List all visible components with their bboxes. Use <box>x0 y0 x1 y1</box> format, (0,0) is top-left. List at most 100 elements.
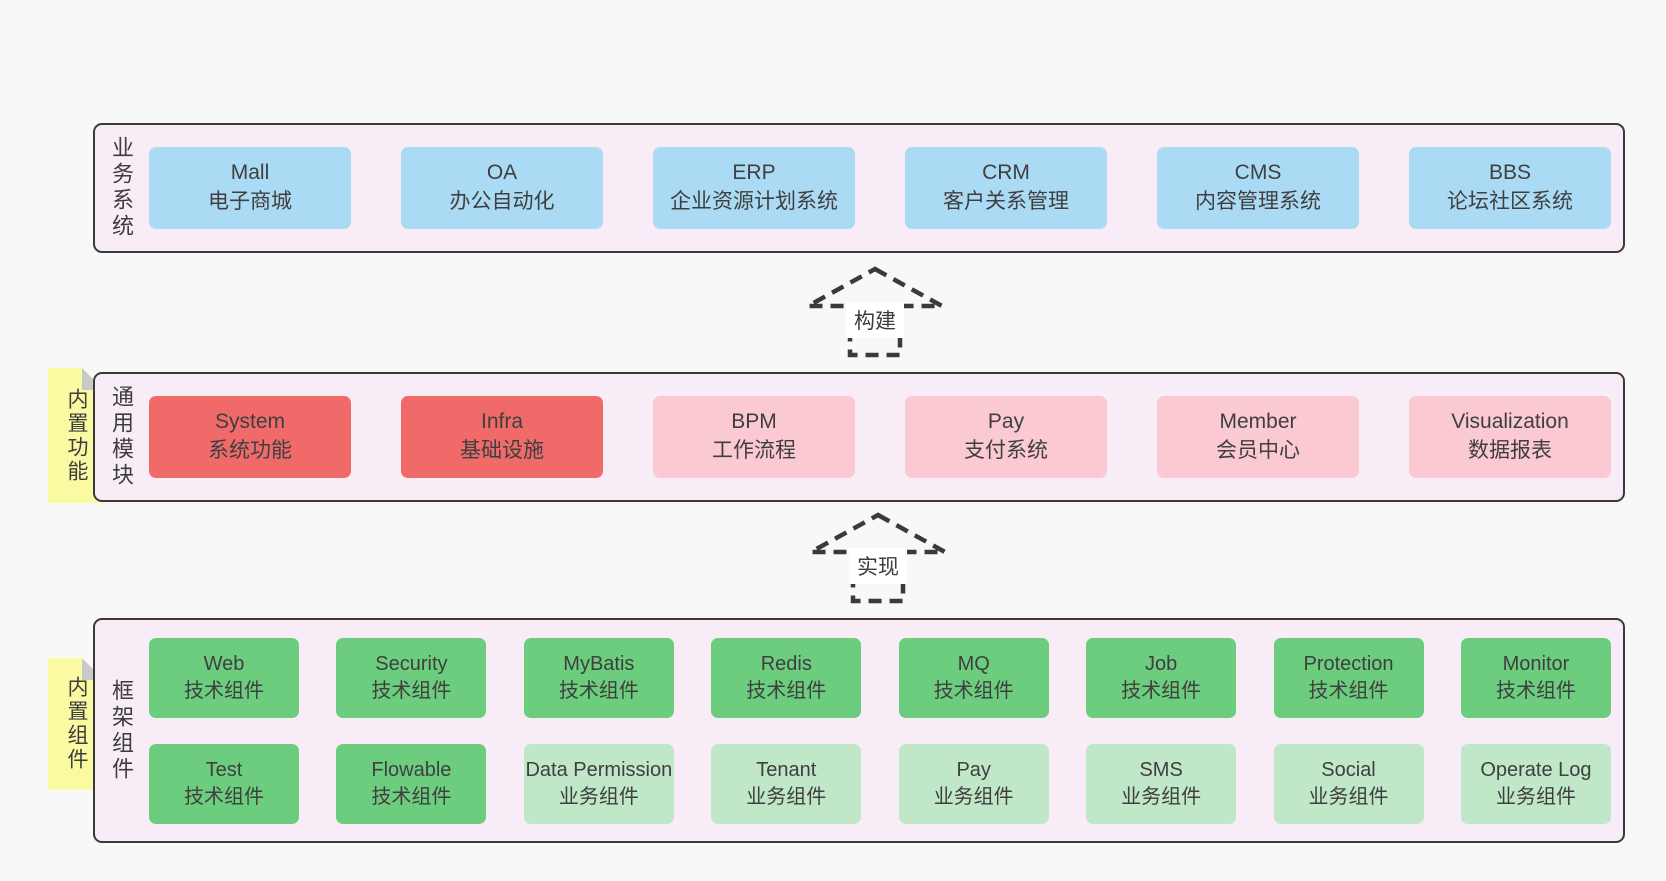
box-title: Security <box>375 653 448 676</box>
box-test: Test 技术组件 <box>149 743 299 824</box>
builtin-features-note-label: 内置功能 <box>65 387 88 484</box>
business-panel-label: 业务系统 <box>95 125 147 251</box>
box-subtitle: 内容管理系统 <box>1195 190 1321 213</box>
box-title: Data Permission <box>525 759 673 782</box>
box-subtitle: 客户关系管理 <box>943 190 1069 213</box>
box-subtitle: 技术组件 <box>184 679 264 702</box>
box-redis: Redis 技术组件 <box>711 637 862 718</box>
box-subtitle: 系统功能 <box>208 439 292 462</box>
box-subtitle: 支付系统 <box>964 439 1048 462</box>
box-subtitle: 论坛社区系统 <box>1447 190 1573 213</box>
box-title: SMS <box>1139 759 1183 782</box>
box-title: CRM <box>982 161 1030 185</box>
box-mybatis: MyBatis 技术组件 <box>523 637 674 718</box>
box-mall: Mall 电子商城 <box>149 147 351 229</box>
business-systems-panel: 业务系统 Mall 电子商城 OA 办公自动化 ERP 企业资源计划系统 CRM… <box>93 123 1625 253</box>
box-bpm: BPM 工作流程 <box>653 396 855 478</box>
box-social: Social 业务组件 <box>1273 743 1424 824</box>
box-title: Visualization <box>1451 410 1569 434</box>
framework-components-grid: Web 技术组件 Security 技术组件 MyBatis 技术组件 Redi… <box>147 620 1623 841</box>
box-mq: MQ 技术组件 <box>898 637 1049 718</box>
box-title: Operate Log <box>1480 759 1592 782</box>
box-infra: Infra 基础设施 <box>401 396 603 478</box>
box-title: Pay <box>987 410 1025 434</box>
build-arrow-label: 构建 <box>846 302 904 338</box>
box-cms: CMS 内容管理系统 <box>1157 147 1359 229</box>
box-title: Web <box>203 653 245 676</box>
box-subtitle: 技术组件 <box>1308 679 1389 702</box>
box-tenant: Tenant 业务组件 <box>711 743 862 824</box>
modules-panel-label-text: 通用模块 <box>109 385 134 489</box>
box-subtitle: 会员中心 <box>1216 439 1300 462</box>
box-pay-biz: Pay 业务组件 <box>898 743 1049 824</box>
builtin-components-note-label: 内置组件 <box>65 676 88 772</box>
box-subtitle: 技术组件 <box>933 679 1014 702</box>
box-subtitle: 业务组件 <box>746 785 827 808</box>
framework-components-panel: 框架组件 Web 技术组件 Security 技术组件 MyBatis 技术组件… <box>93 618 1625 843</box>
box-title: MyBatis <box>563 653 635 676</box>
box-title: Infra <box>480 410 524 434</box>
box-member: Member 会员中心 <box>1157 396 1359 478</box>
implement-arrow: 实现 <box>808 512 948 604</box>
box-subtitle: 业务组件 <box>1121 785 1202 808</box>
box-crm: CRM 客户关系管理 <box>905 147 1107 229</box>
box-title: OA <box>486 161 518 185</box>
box-job: Job 技术组件 <box>1086 637 1237 718</box>
box-title: Test <box>205 759 243 782</box>
box-title: Protection <box>1303 653 1394 676</box>
box-subtitle: 企业资源计划系统 <box>670 190 838 213</box>
framework-row-1: Web 技术组件 Security 技术组件 MyBatis 技术组件 Redi… <box>149 637 1611 718</box>
common-modules-panel: 通用模块 System 系统功能 Infra 基础设施 BPM 工作流程 Pay… <box>93 372 1625 502</box>
box-title: System <box>214 410 285 434</box>
framework-panel-label: 框架组件 <box>95 620 147 841</box>
box-monitor: Monitor 技术组件 <box>1460 637 1611 718</box>
business-panel-label-text: 业务系统 <box>109 136 134 240</box>
box-sms: SMS 业务组件 <box>1086 743 1237 824</box>
box-title: BPM <box>731 410 777 434</box>
box-subtitle: 技术组件 <box>558 679 639 702</box>
business-systems-row: Mall 电子商城 OA 办公自动化 ERP 企业资源计划系统 CRM 客户关系… <box>147 125 1623 251</box>
box-subtitle: 业务组件 <box>1308 785 1389 808</box>
common-modules-row: System 系统功能 Infra 基础设施 BPM 工作流程 Pay 支付系统… <box>147 374 1623 500</box>
box-subtitle: 工作流程 <box>712 439 796 462</box>
box-title: Flowable <box>371 759 452 782</box>
box-title: Pay <box>956 759 991 782</box>
box-subtitle: 业务组件 <box>933 785 1014 808</box>
implement-arrow-label: 实现 <box>849 548 907 584</box>
box-data-permission: Data Permission 业务组件 <box>523 743 674 824</box>
build-arrow: 构建 <box>805 266 945 358</box>
framework-row-2: Test 技术组件 Flowable 技术组件 Data Permission … <box>149 743 1611 824</box>
box-subtitle: 技术组件 <box>1121 679 1202 702</box>
box-visualization: Visualization 数据报表 <box>1409 396 1611 478</box>
box-subtitle: 业务组件 <box>1495 785 1576 808</box>
box-web: Web 技术组件 <box>149 637 299 718</box>
box-subtitle: 电子商城 <box>208 190 292 213</box>
box-title: Job <box>1144 653 1178 676</box>
box-title: ERP <box>732 161 776 185</box>
box-operate-log: Operate Log 业务组件 <box>1460 743 1611 824</box>
box-title: CMS <box>1234 161 1282 185</box>
box-title: Redis <box>760 653 812 676</box>
box-subtitle: 技术组件 <box>371 785 452 808</box>
box-subtitle: 技术组件 <box>371 679 452 702</box>
box-subtitle: 技术组件 <box>746 679 827 702</box>
box-subtitle: 技术组件 <box>1495 679 1576 702</box>
box-protection: Protection 技术组件 <box>1273 637 1424 718</box>
box-title: Mall <box>230 161 270 185</box>
box-subtitle: 办公自动化 <box>449 190 555 213</box>
box-pay: Pay 支付系统 <box>905 396 1107 478</box>
box-subtitle: 基础设施 <box>460 439 544 462</box>
framework-panel-label-text: 框架组件 <box>109 678 134 783</box>
box-erp: ERP 企业资源计划系统 <box>653 147 855 229</box>
box-system: System 系统功能 <box>149 396 351 478</box>
box-bbs: BBS 论坛社区系统 <box>1409 147 1611 229</box>
box-oa: OA 办公自动化 <box>401 147 603 229</box>
box-title: Tenant <box>756 759 817 782</box>
box-flowable: Flowable 技术组件 <box>336 743 487 824</box>
box-subtitle: 业务组件 <box>558 785 639 808</box>
modules-panel-label: 通用模块 <box>95 374 147 500</box>
box-title: Member <box>1219 410 1297 434</box>
box-security: Security 技术组件 <box>336 637 487 718</box>
box-title: MQ <box>957 653 990 676</box>
